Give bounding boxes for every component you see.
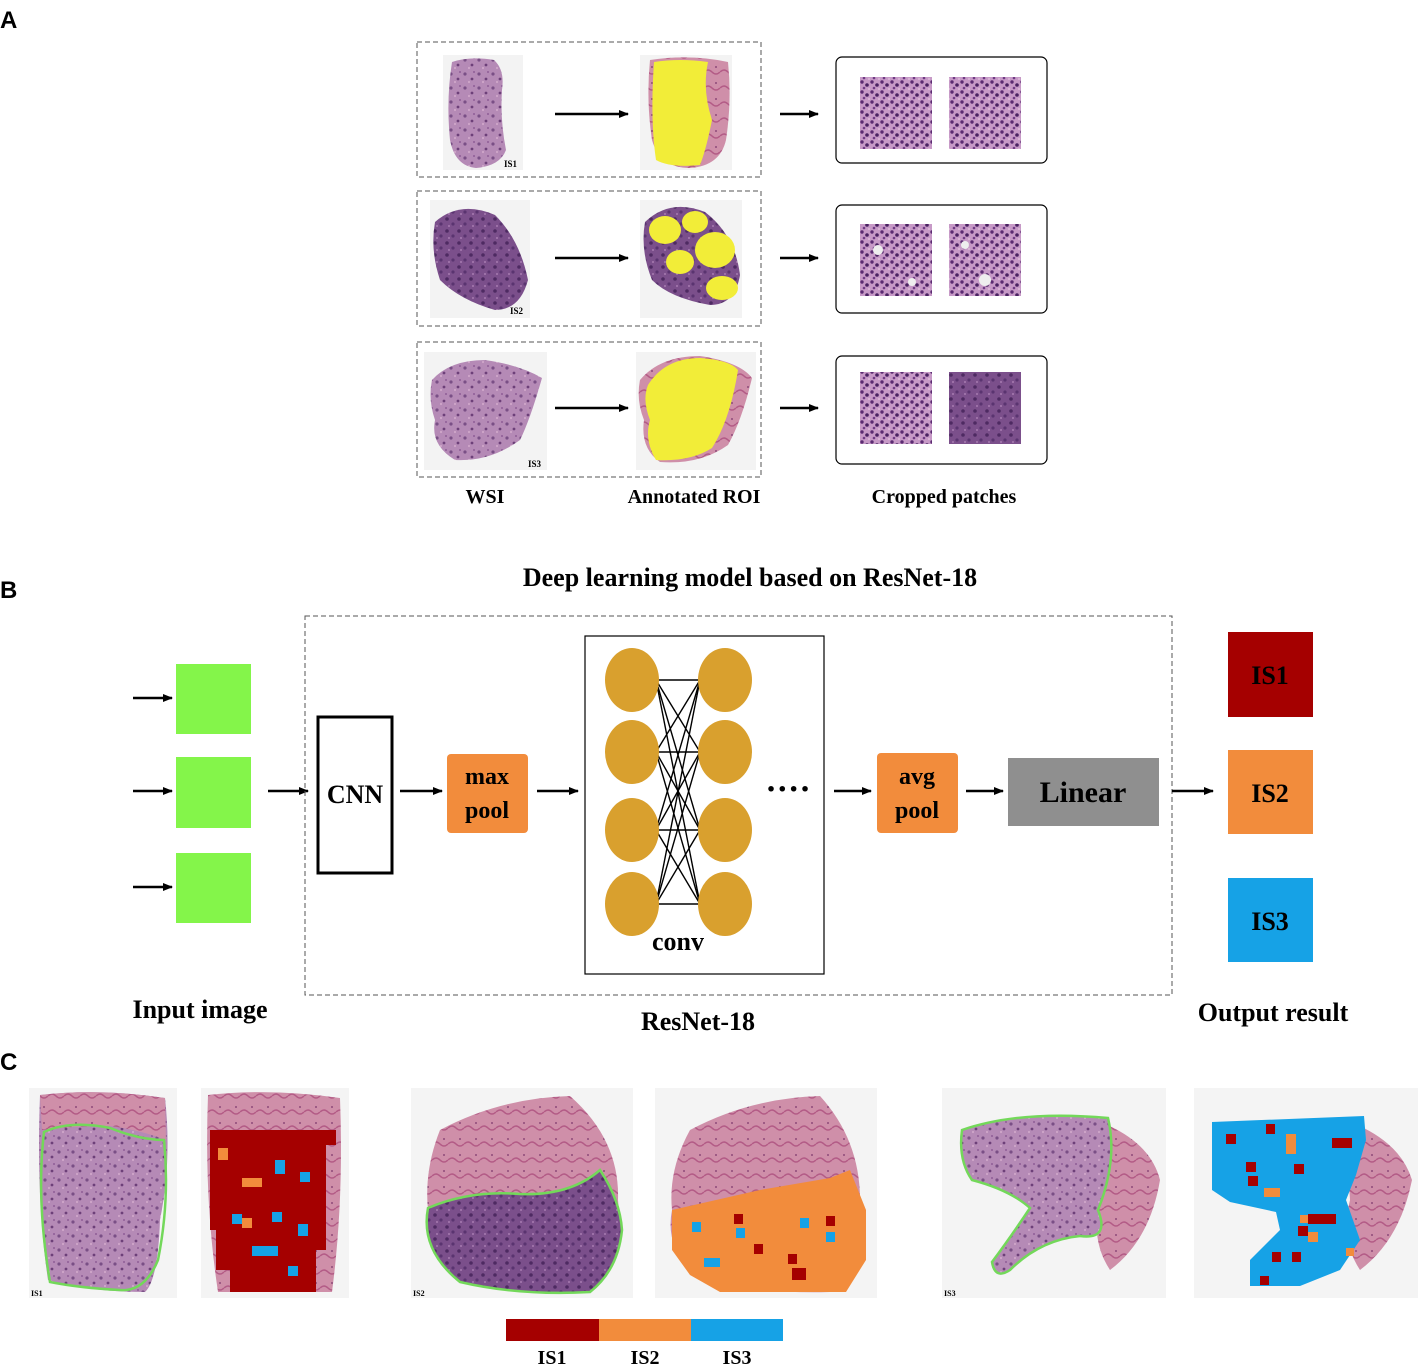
neuron [698, 798, 752, 862]
annotated-roi [652, 60, 712, 166]
slide-is1-prediction [201, 1088, 349, 1298]
cnn-box [316, 715, 394, 875]
column-label-roi: Annotated ROI [628, 486, 761, 508]
output-is1-label: IS1 [1251, 661, 1289, 690]
patch-image [860, 372, 932, 444]
patch-image [949, 77, 1021, 149]
maxpool-label-line1: max [465, 764, 509, 790]
prediction-map [672, 1170, 866, 1292]
input-patch [176, 853, 251, 923]
neuron [698, 872, 752, 936]
slide-is3-original: IS3 [942, 1088, 1166, 1298]
legend-label-is1: IS1 [538, 1347, 567, 1366]
panel-a-row-2: IS2 [416, 190, 1048, 327]
linear-label: Linear [1040, 776, 1127, 809]
row-frame [416, 341, 762, 478]
slide-tag: IS2 [413, 1289, 425, 1298]
legend-swatch-is3 [691, 1319, 783, 1341]
panel-letter-a: A [0, 7, 17, 34]
input-patch [176, 757, 251, 828]
avgpool-label-line1: avg [899, 764, 935, 790]
input-label: Input image [132, 995, 267, 1024]
legend-label-is3: IS3 [723, 1347, 752, 1366]
patches-box [835, 355, 1048, 465]
slide-is2-original: IS2 [411, 1088, 633, 1298]
neuron [605, 798, 659, 862]
annotated-roi [682, 211, 708, 233]
output-is1-box [1228, 632, 1313, 717]
wsi-tag: IS3 [528, 459, 542, 469]
legend-label-is2: IS2 [631, 1347, 660, 1366]
neuron [605, 720, 659, 784]
neuron [698, 648, 752, 712]
cnn-label: CNN [327, 780, 384, 809]
wsi-tag: IS1 [504, 159, 518, 169]
resnet-frame [304, 615, 1173, 996]
neuron [605, 872, 659, 936]
patch-image [860, 224, 932, 296]
panel-a-row-1: IS1 [416, 41, 1048, 178]
patch-image [949, 372, 1021, 444]
annotated-roi [695, 232, 735, 268]
patch-image [860, 77, 932, 149]
input-patch [176, 664, 251, 734]
row-frame [416, 41, 762, 178]
output-is2-label: IS2 [1251, 779, 1289, 808]
wsi-thumbnail [448, 58, 506, 168]
row-frame [416, 190, 762, 327]
linear-box [1008, 758, 1159, 826]
maxpool-box [447, 754, 528, 833]
roi-outline [959, 1114, 1113, 1275]
slide-is3-prediction [1194, 1088, 1418, 1298]
output-is2-box [1228, 750, 1313, 834]
avgpool-box [877, 753, 958, 833]
resnet-label: ResNet-18 [641, 1007, 755, 1036]
output-label: Output result [1198, 998, 1349, 1027]
conv-label: conv [652, 927, 704, 956]
slide-is2-prediction [655, 1088, 877, 1298]
roi-outline [425, 1168, 624, 1295]
wsi-thumbnail [430, 360, 542, 461]
conv-connections [655, 679, 701, 905]
legend-swatch-is2 [599, 1319, 691, 1341]
output-classes: IS1 IS2 IS3 [1228, 632, 1313, 962]
output-is3-label: IS3 [1251, 907, 1289, 936]
panel-a-row-3: IS3 [416, 341, 1048, 478]
slide-tag: IS3 [944, 1289, 956, 1298]
input-images [133, 664, 251, 923]
annotated-roi [649, 216, 681, 244]
wsi-tag: IS2 [510, 306, 524, 316]
annotated-roi [706, 276, 738, 300]
neuron [605, 648, 659, 712]
patches-box [835, 204, 1048, 314]
slide-is1-original: IS1 [29, 1088, 177, 1298]
annotated-roi [645, 358, 738, 461]
patches-box [835, 56, 1048, 164]
avgpool-label-line2: pool [895, 798, 939, 824]
conv-neurons [605, 648, 752, 936]
slide-tag: IS1 [31, 1289, 43, 1298]
panel-letter-c: C [0, 1049, 17, 1076]
output-is3-box [1228, 878, 1313, 962]
wsi-thumbnail [433, 208, 528, 310]
prediction-map [1212, 1116, 1366, 1286]
diagram-title: Deep learning model based on ResNet-18 [523, 563, 977, 592]
legend-swatch-is1 [506, 1319, 599, 1341]
neuron [698, 720, 752, 784]
column-label-wsi: WSI [466, 486, 505, 508]
legend: IS1 IS2 IS3 [506, 1319, 783, 1366]
prediction-map [210, 1130, 336, 1292]
roi-outline [39, 1123, 168, 1292]
ellipsis-dots: ···· [765, 771, 810, 808]
maxpool-label-line2: pool [465, 798, 509, 824]
panel-letter-b: B [0, 577, 17, 604]
column-label-patches: Cropped patches [872, 486, 1017, 508]
annotated-roi [666, 250, 694, 274]
